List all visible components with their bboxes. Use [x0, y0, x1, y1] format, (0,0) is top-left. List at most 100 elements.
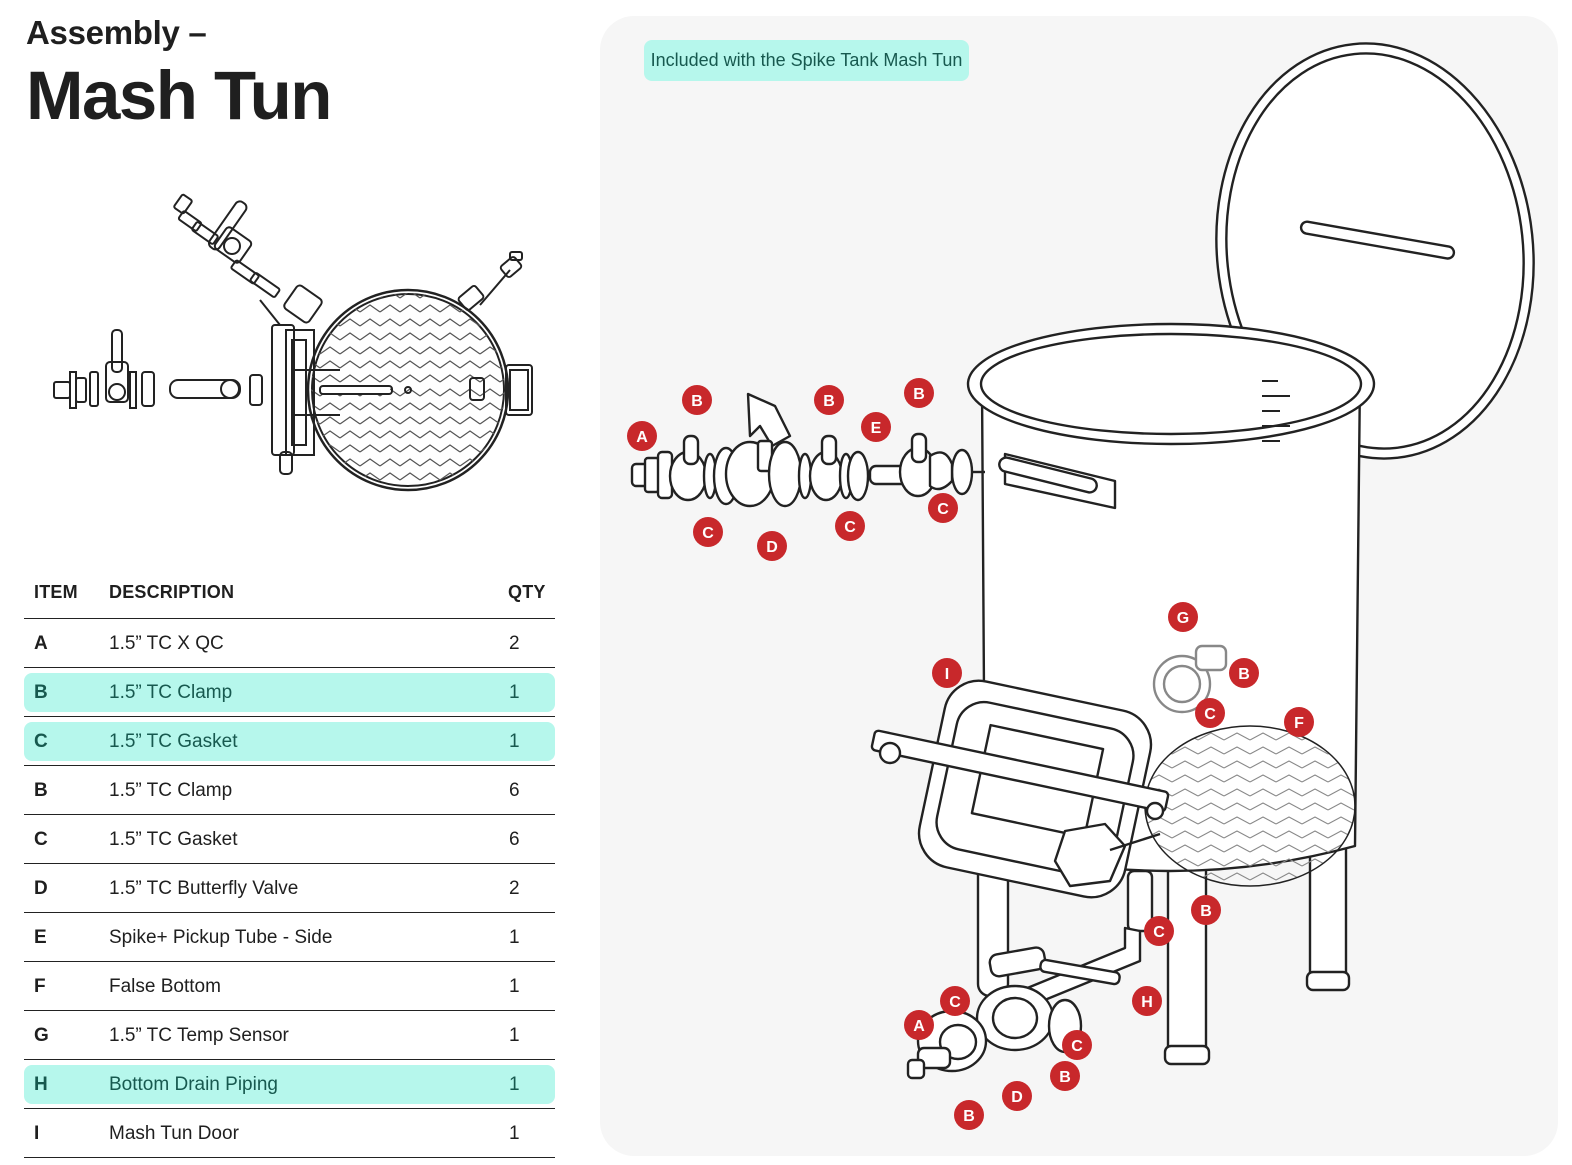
cell-qty: 1 [509, 682, 520, 703]
table-row: B 1.5” TC Clamp 1 [24, 668, 555, 717]
cell-qty: 2 [509, 878, 520, 899]
cell-item: I [34, 1123, 40, 1144]
callout-b: B [1050, 1061, 1080, 1091]
cell-qty: 1 [509, 1025, 520, 1046]
header-item: ITEM [34, 582, 78, 602]
cell-qty: 6 [509, 829, 520, 850]
svg-text:C: C [937, 501, 949, 518]
cell-item: D [34, 878, 48, 899]
page-title: Mash Tun [26, 57, 332, 134]
callout-c: C [835, 511, 865, 541]
callout-c: C [1195, 698, 1225, 728]
svg-text:C: C [1071, 1038, 1083, 1055]
cell-item: E [34, 927, 47, 948]
cell-item: F [34, 976, 46, 997]
cell-description: 1.5” TC Clamp [109, 780, 233, 801]
callout-f: F [1284, 707, 1314, 737]
cell-qty: 1 [509, 927, 520, 948]
svg-text:B: B [823, 393, 835, 410]
svg-text:B: B [1200, 903, 1212, 920]
svg-text:C: C [844, 519, 856, 536]
table-row: A 1.5” TC X QC 2 [24, 619, 555, 668]
svg-text:G: G [1177, 610, 1189, 627]
cell-description: 1.5” TC Clamp [109, 682, 233, 703]
callout-c: C [928, 493, 958, 523]
cell-qty: 2 [509, 633, 520, 654]
svg-text:A: A [913, 1018, 925, 1035]
callout-i: I [932, 658, 962, 688]
cell-item: B [34, 780, 48, 801]
table-row: C 1.5” TC Gasket 1 [24, 717, 555, 766]
svg-text:C: C [949, 994, 961, 1011]
svg-text:B: B [1238, 666, 1250, 683]
svg-text:B: B [963, 1108, 975, 1125]
table-row: C 1.5” TC Gasket 6 [24, 815, 555, 864]
row-highlight [24, 1065, 555, 1104]
cell-qty: 1 [509, 731, 520, 752]
callout-b: B [904, 378, 934, 408]
top-view-illustration [53, 193, 533, 492]
svg-text:F: F [1294, 715, 1304, 732]
table-header: ITEM DESCRIPTION QTY [24, 572, 555, 619]
callout-c: C [940, 986, 970, 1016]
table-row: G 1.5” TC Temp Sensor 1 [24, 1011, 555, 1060]
callout-d: D [1002, 1081, 1032, 1111]
callout-c: C [693, 517, 723, 547]
cell-description: 1.5” TC Gasket [109, 829, 238, 850]
svg-text:C: C [1204, 706, 1216, 723]
cell-description: Spike+ Pickup Tube - Side [109, 927, 333, 948]
callout-b: B [1229, 658, 1259, 688]
header-description: DESCRIPTION [109, 582, 235, 602]
table-row: I Mash Tun Door 1 [24, 1109, 555, 1158]
callout-e: E [861, 412, 891, 442]
included-note-badge: Included with the Spike Tank Mash Tun [644, 40, 969, 81]
svg-text:B: B [1059, 1069, 1071, 1086]
callout-a: A [627, 421, 657, 451]
svg-text:C: C [702, 525, 714, 542]
callout-g: G [1168, 602, 1198, 632]
svg-text:B: B [691, 393, 703, 410]
svg-text:C: C [1153, 924, 1165, 941]
callout-d: D [757, 531, 787, 561]
cell-description: 1.5” TC Gasket [109, 731, 238, 752]
cell-item: B [34, 682, 48, 703]
cell-item: H [34, 1074, 48, 1095]
header-qty: QTY [508, 582, 546, 602]
table-row: F False Bottom 1 [24, 962, 555, 1011]
callout-a: A [904, 1010, 934, 1040]
callout-b: B [682, 385, 712, 415]
cell-item: A [34, 633, 48, 654]
cell-description: 1.5” TC X QC [109, 633, 224, 654]
svg-text:I: I [945, 666, 949, 683]
svg-text:D: D [1011, 1089, 1023, 1106]
callout-h: H [1132, 986, 1162, 1016]
cell-qty: 6 [509, 780, 520, 801]
page-subtitle: Assembly – [26, 14, 207, 51]
callout-b: B [954, 1100, 984, 1130]
cell-description: 1.5” TC Temp Sensor [109, 1025, 289, 1046]
svg-text:D: D [766, 539, 778, 556]
callout-c: C [1144, 916, 1174, 946]
table-row: H Bottom Drain Piping 1 [24, 1060, 555, 1109]
svg-text:A: A [636, 429, 648, 446]
table-row: E Spike+ Pickup Tube - Side 1 [24, 913, 555, 962]
cell-qty: 1 [509, 1074, 520, 1095]
row-highlight [24, 673, 555, 712]
callout-b: B [1191, 895, 1221, 925]
cell-item: C [34, 829, 48, 850]
svg-text:H: H [1141, 994, 1153, 1011]
cell-item: G [34, 1025, 49, 1046]
cell-description: Mash Tun Door [109, 1123, 239, 1144]
cell-qty: 1 [509, 1123, 520, 1144]
row-highlight [24, 722, 555, 761]
cell-description: Bottom Drain Piping [109, 1074, 278, 1095]
cell-qty: 1 [509, 976, 520, 997]
cell-description: False Bottom [109, 976, 221, 997]
svg-text:B: B [913, 386, 925, 403]
callout-b: B [814, 385, 844, 415]
cell-item: C [34, 731, 48, 752]
